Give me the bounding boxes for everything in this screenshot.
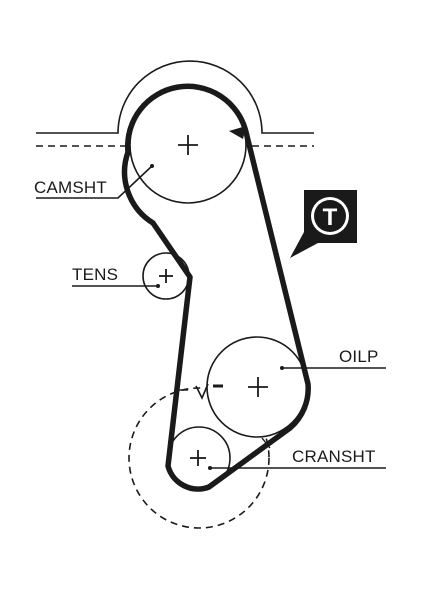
camshaft-label: CAMSHT xyxy=(34,178,107,197)
badge-letter: T xyxy=(323,204,338,231)
crankshaft-center-icon xyxy=(190,450,206,466)
crankshaft-dashed-circle xyxy=(128,387,270,529)
tensioner-center-icon xyxy=(159,269,173,283)
tensioner-label: TENS xyxy=(72,265,118,284)
timing-belt xyxy=(121,83,311,492)
engine-head-outline xyxy=(36,60,314,134)
crankshaft-belt-tick-icon xyxy=(261,437,271,449)
camshaft-center-icon xyxy=(178,135,198,155)
oil-pump-leader-dot xyxy=(280,366,284,370)
tensioner-tool-badge-icon: T xyxy=(290,190,357,258)
belt-direction-arrow-icon xyxy=(229,126,246,139)
crankshaft-label: CRANSHT xyxy=(292,447,376,466)
oil-pump-label: OILP xyxy=(339,347,379,366)
oil-pump-center-icon xyxy=(248,377,268,397)
crankshaft-leader-dot xyxy=(208,466,212,470)
camshaft-leader-dot xyxy=(150,164,154,168)
crankshaft-timing-mark-icon xyxy=(195,383,209,400)
tensioner-leader-dot xyxy=(156,284,160,288)
camshaft-leader-line xyxy=(36,165,153,199)
